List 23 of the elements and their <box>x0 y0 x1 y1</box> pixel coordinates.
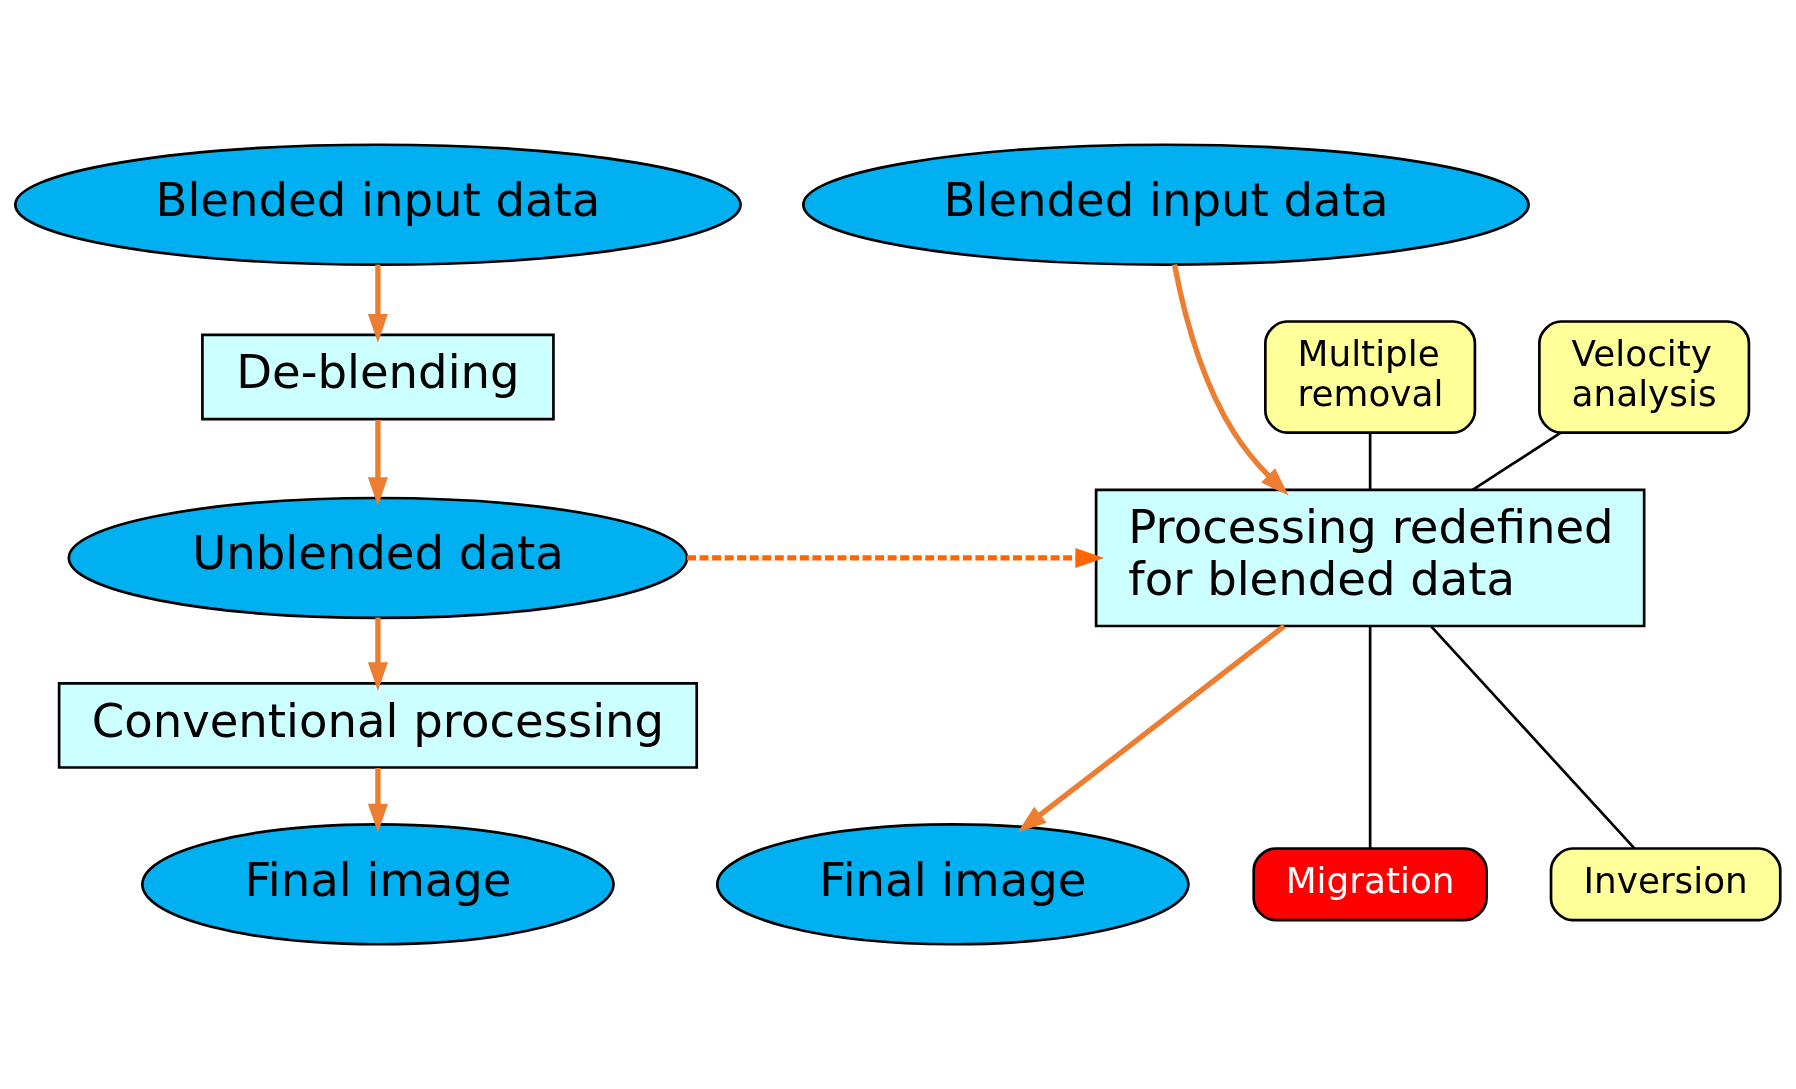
node-ellipse: Unblended data <box>67 496 689 620</box>
node-box: Processing redefined for blended data <box>1094 488 1646 628</box>
node-box: Multiple removal <box>1264 320 1477 434</box>
arrow <box>1171 263 1289 496</box>
node-box: Conventional processing <box>57 681 699 769</box>
arrow <box>367 768 388 833</box>
arrow <box>367 419 388 506</box>
connector <box>1368 433 1372 490</box>
arrow <box>1017 624 1286 833</box>
arrow <box>367 264 388 343</box>
node-ellipse: Final image <box>141 823 615 946</box>
node-ellipse: Blended input data <box>13 143 742 266</box>
arrow <box>687 547 1105 568</box>
node-ellipse: Final image <box>715 823 1190 946</box>
node-box: Migration <box>1252 847 1488 922</box>
arrow <box>367 617 388 691</box>
node-ellipse: Blended input data <box>802 143 1530 266</box>
connector <box>1368 626 1372 849</box>
node-box: Velocity analysis <box>1538 320 1751 434</box>
node-box: Inversion <box>1549 847 1782 922</box>
connector <box>1471 431 1562 491</box>
connector <box>1430 625 1636 850</box>
node-box: De-blending <box>201 333 555 421</box>
